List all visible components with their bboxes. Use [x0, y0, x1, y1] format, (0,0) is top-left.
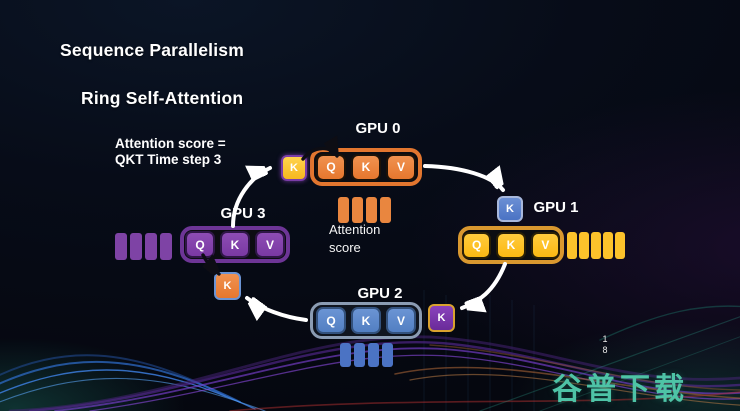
token-bar [352, 197, 363, 223]
gpu0-incoming-k-box: K [281, 155, 307, 181]
gpu1-v-box: V [530, 231, 560, 259]
token-bar [603, 232, 613, 259]
gpu1-k-box: K [496, 231, 526, 259]
gpu2-label: GPU 2 [357, 285, 403, 302]
token-bar [340, 343, 351, 367]
token-bar [338, 197, 349, 223]
annotation-line2: QKT Time step 3 [115, 152, 222, 167]
gpu0-k-box: K [351, 153, 381, 181]
token-bar [145, 233, 157, 260]
gpu2-attention-bars [340, 343, 393, 367]
gpu2-q-box: Q [316, 307, 346, 334]
gpu1-label: GPU 1 [533, 199, 579, 216]
gpu2-k-box: K [351, 307, 381, 334]
gpu0-label: GPU 0 [355, 120, 401, 137]
gpu3-q-box: Q [185, 231, 215, 258]
token-bar [382, 343, 393, 367]
gpu3-incoming-k-box: K [214, 272, 241, 300]
gpu3-label: GPU 3 [220, 205, 266, 222]
annotation: Attention score = QKT Time step 3 [115, 136, 226, 168]
token-bar [579, 232, 589, 259]
watermark: 谷普下载 [552, 373, 688, 406]
token-bar [130, 233, 142, 260]
gpu2-incoming-k-box: K [428, 304, 455, 332]
token-bar [567, 232, 577, 259]
gpu1-container: Q K V [458, 226, 564, 264]
arrow-gpu0-to-gpu1 [423, 164, 503, 192]
gpu3-v-box: V [255, 231, 285, 258]
gpu2-container: Q K V [310, 302, 422, 339]
gpu0-v-box: V [386, 153, 416, 181]
page-number-digit1: 1 [602, 334, 608, 344]
token-bar [160, 233, 172, 260]
token-bar [115, 233, 127, 260]
gpu0-attention-bars [338, 197, 391, 223]
token-bar [615, 232, 625, 259]
token-bar [591, 232, 601, 259]
token-bar [380, 197, 391, 223]
arrow-gpu2-to-gpu3 [247, 296, 308, 322]
arrow-gpu1-to-gpu2 [460, 262, 507, 308]
gpu3-attention-bars [115, 233, 172, 260]
gpu2-v-box: V [386, 307, 416, 334]
slide-subtitle: Ring Self-Attention [81, 88, 244, 108]
gpu1-attention-bars [567, 232, 625, 259]
page-number-digit2: 8 [602, 345, 608, 355]
slide-title: Sequence Parallelism [60, 40, 244, 60]
attention-score-caption: Attention score [329, 221, 380, 257]
caption-line2: score [329, 240, 361, 255]
gpu0-q-box: Q [316, 153, 346, 181]
caption-line1: Attention [329, 222, 381, 237]
token-bar [366, 197, 377, 223]
gpu3-k-box: K [220, 231, 250, 258]
token-bar [368, 343, 379, 367]
annotation-line1: Attention score = [115, 136, 226, 151]
gpu0-container: Q K V [310, 148, 422, 186]
gpu1-q-box: Q [462, 231, 492, 259]
page-number: 1 8 [599, 334, 611, 356]
gpu3-container: Q K V [180, 226, 290, 263]
gpu1-incoming-k-box: K [497, 196, 523, 222]
token-bar [354, 343, 365, 367]
